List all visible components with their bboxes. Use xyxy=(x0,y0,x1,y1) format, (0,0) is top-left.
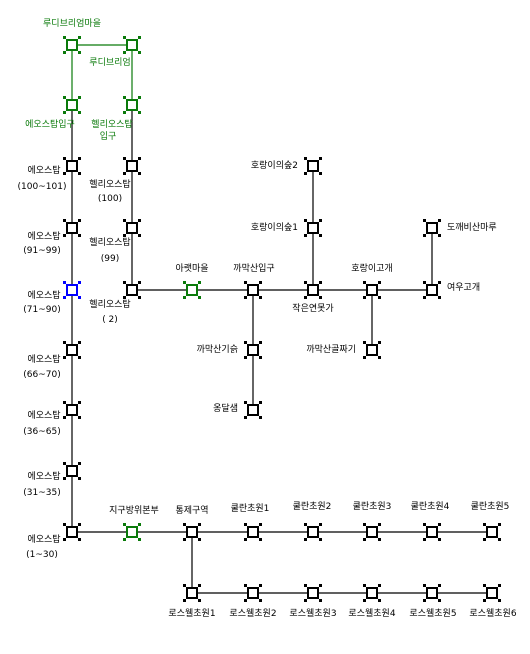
label-spring: 옹달샘 xyxy=(213,402,238,414)
node-rudi-field[interactable] xyxy=(123,36,141,54)
node-magpie-corner[interactable] xyxy=(363,341,381,359)
node-helios-2[interactable] xyxy=(123,281,141,299)
node-eos-35[interactable] xyxy=(63,462,81,480)
label-eos-35-range: (31~35) xyxy=(23,488,60,498)
node-helios-99[interactable] xyxy=(123,219,141,237)
node-fox-pass[interactable] xyxy=(423,281,441,299)
label-helios-entrance-2: 입구 xyxy=(100,130,117,142)
node-los-4[interactable] xyxy=(363,584,381,602)
node-goblin-hill[interactable] xyxy=(423,219,441,237)
label-los-5: 로스웰초원5 xyxy=(409,608,456,619)
label-eos-99-range: (91~99) xyxy=(23,246,60,256)
label-small-crossroad: 작은연못가 xyxy=(292,303,333,314)
node-eos-entrance[interactable] xyxy=(63,96,81,114)
node-eos-101[interactable] xyxy=(63,157,81,175)
label-klan-4: 쿨란초원4 xyxy=(411,500,450,512)
map-nodes xyxy=(63,36,501,602)
label-eos-35-name: 에오스탑 xyxy=(27,470,60,482)
label-eos-90-name: 에오스탑 xyxy=(27,289,60,301)
node-klan-4[interactable] xyxy=(423,523,441,541)
label-control-zone: 통제구역 xyxy=(175,505,208,516)
label-los-3: 로스웰초원3 xyxy=(289,608,336,619)
label-helios-2-range: ( 2) xyxy=(102,315,118,325)
label-tiger-pass: 호랑이고개 xyxy=(351,262,392,274)
node-los-2[interactable] xyxy=(244,584,262,602)
map-edges xyxy=(71,44,492,594)
node-klan-3[interactable] xyxy=(363,523,381,541)
label-goblin-hill: 도깨비산마루 xyxy=(447,221,497,233)
label-eos-entrance: 에오스탑입구 xyxy=(25,118,75,130)
label-helios-99-name: 헬리오스탑 xyxy=(89,236,130,248)
label-underground-hq: 지구방위본부 xyxy=(109,505,159,516)
node-klan-5[interactable] xyxy=(483,523,501,541)
label-helios-99-range: (99) xyxy=(101,254,119,264)
label-tiger-forest-2: 호랑이의숲2 xyxy=(251,159,298,171)
label-los-2: 로스웰초원2 xyxy=(229,608,276,619)
label-eos-30-range: (1~30) xyxy=(26,550,58,560)
node-control-zone[interactable] xyxy=(183,523,201,541)
label-eos-101-name: 에오스탑 xyxy=(27,164,60,176)
node-klan-2[interactable] xyxy=(304,523,322,541)
node-rudi-village[interactable] xyxy=(63,36,81,54)
label-eos-70-range: (66~70) xyxy=(23,370,60,380)
label-magpie-corner: 까막산골짜기 xyxy=(306,344,356,355)
node-eos-65[interactable] xyxy=(63,401,81,419)
label-magpie-entrance: 까막산입구 xyxy=(233,262,274,274)
label-tiger-forest-1: 호랑이의숲1 xyxy=(251,221,298,233)
node-los-5[interactable] xyxy=(423,584,441,602)
node-los-1[interactable] xyxy=(183,584,201,602)
node-helios-entrance[interactable] xyxy=(123,96,141,114)
node-tiger-pass[interactable] xyxy=(363,281,381,299)
label-fox-pass: 여우고개 xyxy=(447,281,480,293)
label-klan-2: 쿨란초원2 xyxy=(293,500,332,512)
label-helios-entrance-1: 헬리오스탑 xyxy=(91,118,132,130)
node-helios-100[interactable] xyxy=(123,157,141,175)
label-klan-5: 쿨란초원5 xyxy=(471,500,510,512)
label-helios-2-name: 헬리오스탑 xyxy=(89,298,130,310)
label-eos-101-range: (100~101) xyxy=(18,182,67,192)
label-magpie-ruins: 까막산기슭 xyxy=(197,344,238,355)
label-klan-1: 쿨란초원1 xyxy=(231,502,270,514)
node-eos-90[interactable] xyxy=(63,281,81,299)
node-eos-30[interactable] xyxy=(63,523,81,541)
node-magpie-entrance[interactable] xyxy=(244,281,262,299)
node-klan-1[interactable] xyxy=(244,523,262,541)
label-ariant-village: 아랫마을 xyxy=(175,263,208,274)
label-eos-70-name: 에오스탑 xyxy=(27,353,60,365)
label-eos-30-name: 에오스탑 xyxy=(27,533,60,545)
node-tiger-forest-1[interactable] xyxy=(304,219,322,237)
node-magpie-ruins[interactable] xyxy=(244,341,262,359)
label-eos-65-name: 에오스탑 xyxy=(27,409,60,421)
node-ariant-village[interactable] xyxy=(183,281,201,299)
node-small-crossroad[interactable] xyxy=(304,281,322,299)
label-rudi-village: 루디브리엄마을 xyxy=(43,17,101,29)
map-labels: 루디브리엄마을 루디브리엄 에오스탑입구 헬리오스탑 입구 에오스탑 (100~… xyxy=(18,17,517,619)
node-eos-70[interactable] xyxy=(63,341,81,359)
label-helios-100-range: (100) xyxy=(98,194,122,204)
node-los-3[interactable] xyxy=(304,584,322,602)
node-spring[interactable] xyxy=(244,401,262,419)
label-eos-99-name: 에오스탑 xyxy=(27,230,60,242)
label-eos-90-range: (71~90) xyxy=(23,305,60,315)
node-eos-99[interactable] xyxy=(63,219,81,237)
label-los-1: 로스웰초원1 xyxy=(168,608,215,619)
node-tiger-forest-2[interactable] xyxy=(304,157,322,175)
node-underground-hq[interactable] xyxy=(123,523,141,541)
node-los-6[interactable] xyxy=(483,584,501,602)
label-los-4: 로스웰초원4 xyxy=(348,608,395,619)
label-klan-3: 쿨란초원3 xyxy=(353,500,392,512)
label-helios-100-name: 헬리오스탑 xyxy=(89,178,130,190)
label-eos-65-range: (36~65) xyxy=(23,427,60,437)
label-rudi-field: 루디브리엄 xyxy=(89,56,130,68)
label-los-6: 로스웰초원6 xyxy=(469,608,516,619)
